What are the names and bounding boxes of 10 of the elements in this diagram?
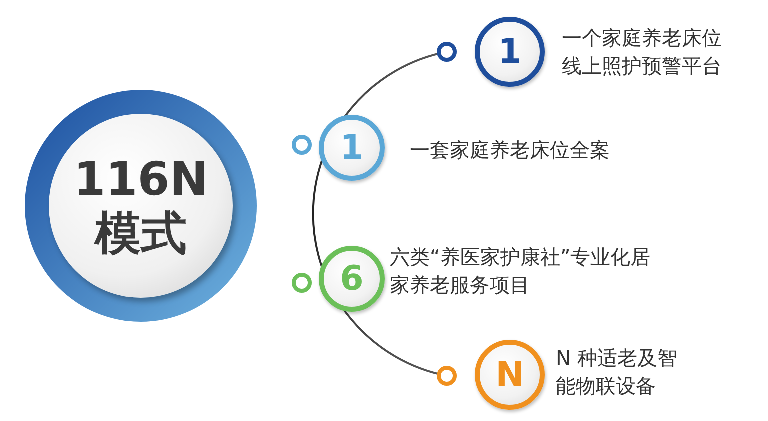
- item-text: 六类“养医家护康社”专业化居家养老服务项目: [390, 244, 652, 299]
- number-circle: 6: [319, 246, 385, 312]
- item-text: N 种适老及智能物联设备: [556, 345, 678, 400]
- item-text: 一个家庭养老床位线上照护预警平台: [562, 25, 723, 80]
- number-circle: 1: [475, 17, 545, 87]
- number-circle: N: [475, 340, 545, 410]
- number-circle: 1: [319, 115, 385, 181]
- title-text: 116N: [74, 152, 208, 206]
- subtitle-text: 模式: [95, 206, 187, 260]
- item-text: 一套家庭养老床位全案: [410, 137, 611, 164]
